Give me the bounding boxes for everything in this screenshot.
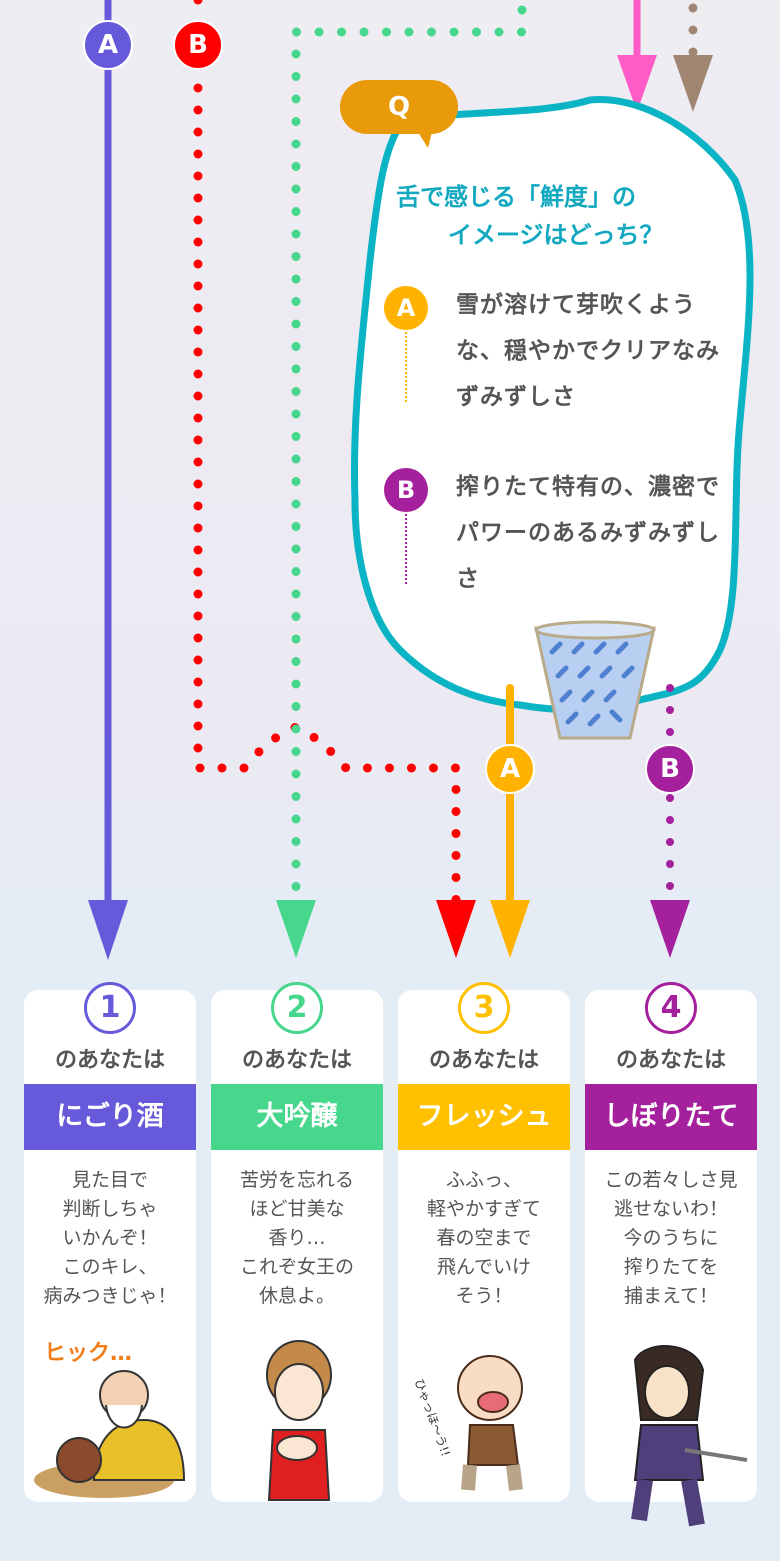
route-b-badge: B xyxy=(173,20,223,70)
option-b-connector xyxy=(405,514,407,584)
result-number-3: 3 xyxy=(458,982,510,1034)
result-type-label: にごり酒 xyxy=(24,1084,196,1150)
old-sage-illustration-icon: ヒック… xyxy=(34,1341,186,1498)
woman-illustration-icon xyxy=(266,1340,332,1501)
svg-text:ヒック…: ヒック… xyxy=(44,1341,132,1366)
result-card-1[interactable]: 1 のあなたは にごり酒 見た目で 判断しちゃ いかんぞ！ このキレ、 病みつき… xyxy=(24,982,196,1502)
option-a-text: 雪が溶けて芽吹くような、穏やかでクリアなみずみずしさ xyxy=(456,292,720,410)
option-b-badge: B xyxy=(384,468,428,512)
question-tag: Q xyxy=(340,80,458,148)
result-type-label: しぼりたて xyxy=(585,1084,757,1150)
ninja-girl-illustration-icon xyxy=(631,1345,748,1527)
result-card-2[interactable]: 2 のあなたは 大吟醸 苦労を忘れる ほど甘美な 香り… これぞ女王の 休息よ。 xyxy=(211,982,383,1502)
result-description: この若々しさ見 逃せないわ！ 今のうちに 搾りたてを 捕まえて！ xyxy=(604,1169,738,1307)
result-description: ふふっ、 軽やかすぎて 春の空まで 飛んでいけ そう！ xyxy=(426,1169,541,1307)
route-a-badge: A xyxy=(83,20,133,70)
result-subtitle: のあなたは xyxy=(428,1048,539,1073)
result-card-4[interactable]: 4 のあなたは しぼりたて この若々しさ見 逃せないわ！ 今のうちに 搾りたてを… xyxy=(585,982,757,1527)
result-number-2: 2 xyxy=(271,982,323,1034)
option-a-connector xyxy=(405,332,407,402)
option-b-text: 搾りたて特有の、濃密でパワーのあるみずみずしさ xyxy=(456,474,720,592)
result-description: 見た目で 判断しちゃ いかんぞ！ このキレ、 病みつきじゃ！ xyxy=(43,1169,177,1307)
question-title: 舌で感じる「鮮度」の イメージはどっち？ xyxy=(396,178,716,254)
result-number-4: 4 xyxy=(645,982,697,1034)
result-subtitle: のあなたは xyxy=(54,1048,165,1073)
option-a-arrow xyxy=(490,900,530,958)
result-subtitle: のあなたは xyxy=(615,1048,726,1073)
option-a-badge: A xyxy=(384,286,428,330)
route-pink-arrow xyxy=(617,55,657,112)
branch-a-badge: A xyxy=(485,744,535,794)
result-card-3[interactable]: 3 のあなたは フレッシュ ふふっ、 軽やかすぎて 春の空まで 飛んでいけ そう… xyxy=(398,982,570,1502)
branch-b-badge: B xyxy=(645,744,695,794)
route-b-arrow xyxy=(436,900,476,958)
result-subtitle: のあなたは xyxy=(241,1048,352,1073)
result-type-label: 大吟醸 xyxy=(211,1084,383,1150)
route-a-line xyxy=(88,0,128,960)
option-b-arrow xyxy=(650,900,690,958)
question-bubble xyxy=(350,96,754,714)
sake-glass-icon xyxy=(534,620,656,740)
result-number-1: 1 xyxy=(84,982,136,1034)
question-title-line2: イメージはどっち？ xyxy=(448,221,664,249)
route-green-arrow xyxy=(276,900,316,958)
result-type-label: フレッシュ xyxy=(398,1084,570,1150)
question-title-line1: 舌で感じる「鮮度」の xyxy=(396,183,636,211)
jumping-old-man-illustration-icon: ひゃっほ〜う!! xyxy=(412,1355,523,1491)
svg-text:ひゃっほ〜う!!: ひゃっほ〜う!! xyxy=(412,1377,453,1458)
route-brown-arrow xyxy=(673,55,713,112)
result-description: 苦労を忘れる ほど甘美な 香り… これぞ女王の 休息よ。 xyxy=(239,1169,354,1307)
route-a-arrow xyxy=(88,900,128,960)
